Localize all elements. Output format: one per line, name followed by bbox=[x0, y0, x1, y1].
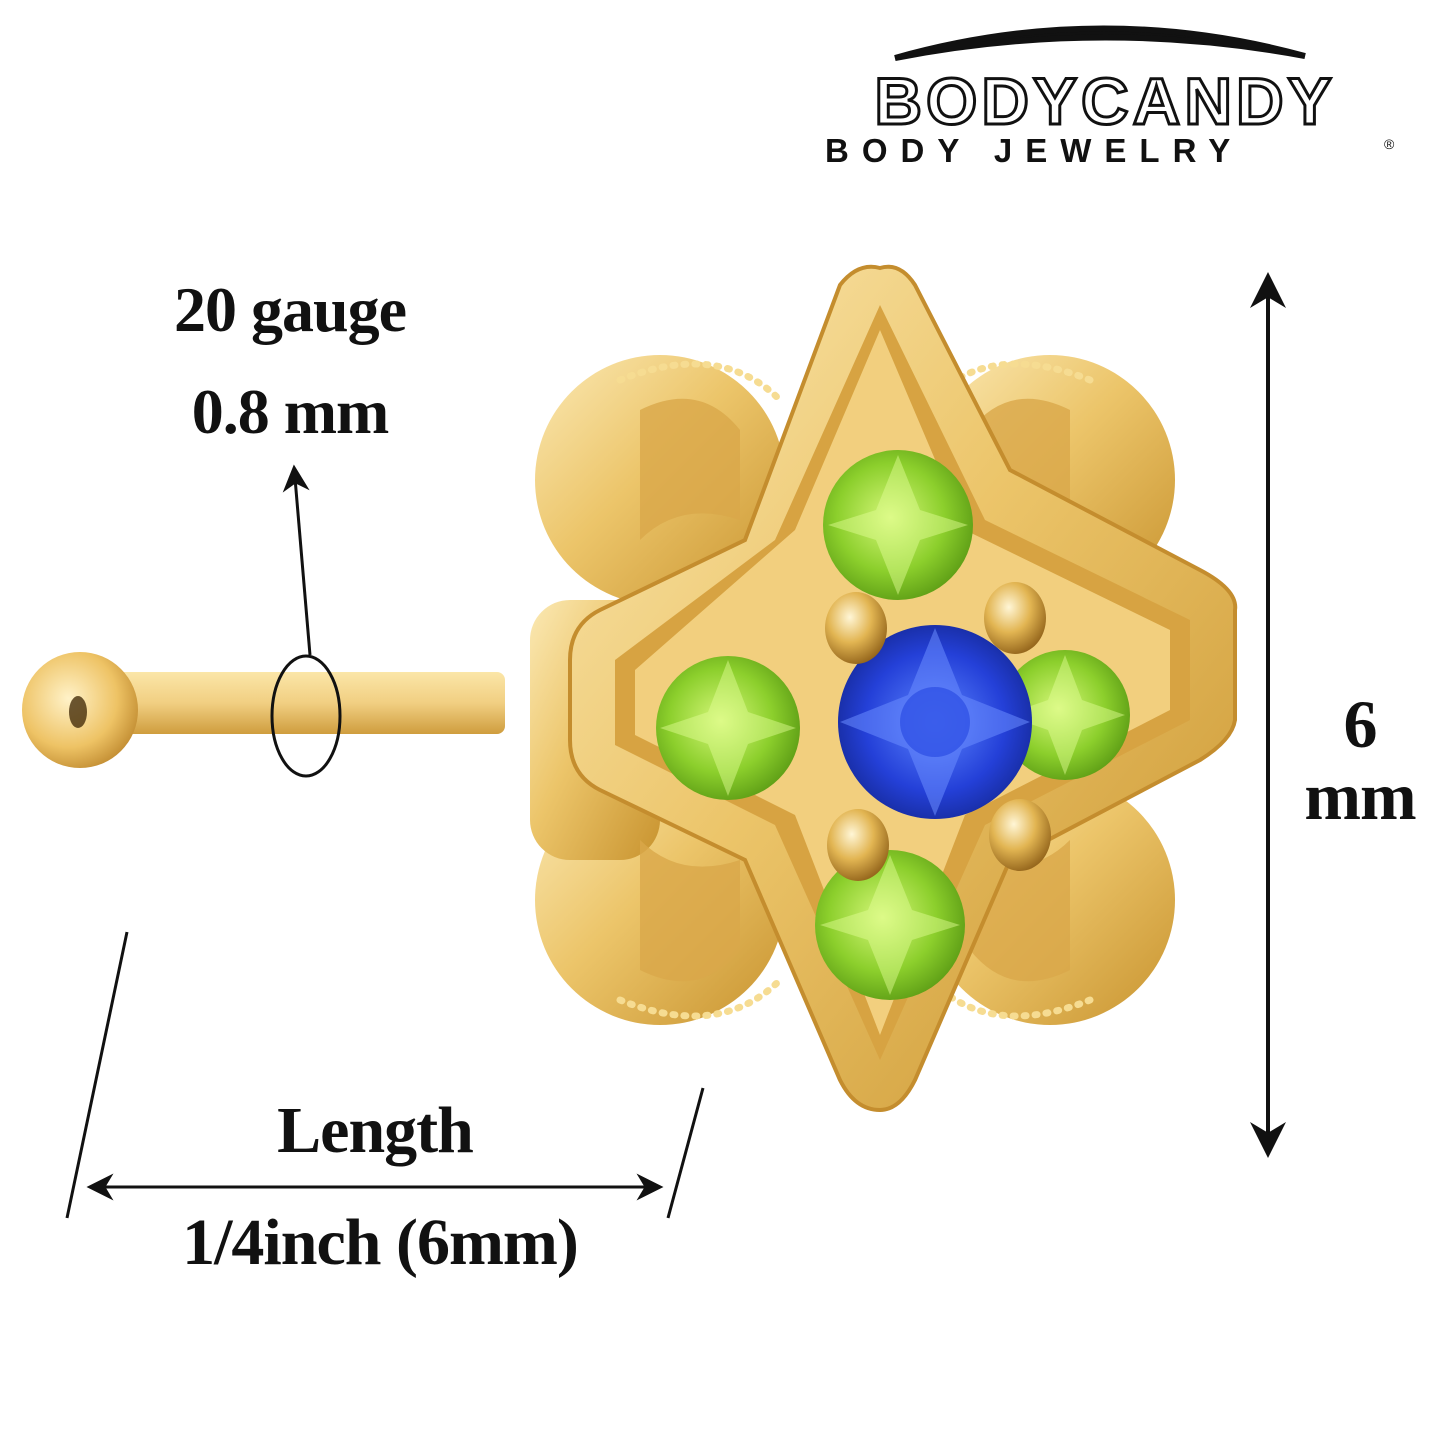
prongs bbox=[825, 582, 1051, 881]
length-extension-right bbox=[666, 1087, 705, 1219]
sapphire-center-stone bbox=[838, 625, 1032, 819]
gauge-label: 20 gauge bbox=[174, 274, 407, 345]
gauge-mm-label: 0.8 mm bbox=[191, 376, 390, 447]
peridot-stone-left bbox=[656, 656, 800, 800]
nose-stud-post bbox=[82, 672, 505, 734]
gauge-ring bbox=[270, 654, 342, 778]
gauge-arrow bbox=[282, 464, 312, 656]
length-value: 1/4inch (6mm) bbox=[182, 1206, 579, 1279]
peridot-stone-top bbox=[823, 450, 973, 600]
peridot-stone-bottom bbox=[815, 850, 965, 1000]
height-value: 6 bbox=[1343, 686, 1378, 762]
registered-mark: ® bbox=[1384, 136, 1395, 152]
length-extension-left bbox=[65, 931, 129, 1219]
brand-tagline: BODY JEWELRY bbox=[825, 132, 1244, 169]
logo-swoosh bbox=[894, 25, 1306, 61]
post-ball-end bbox=[22, 652, 138, 768]
peridot-stone-right bbox=[1000, 650, 1130, 780]
length-label: Length bbox=[277, 1094, 474, 1167]
height-unit: mm bbox=[1304, 758, 1416, 834]
brand-logo-wordmark: BODYCANDY bbox=[873, 64, 1336, 138]
